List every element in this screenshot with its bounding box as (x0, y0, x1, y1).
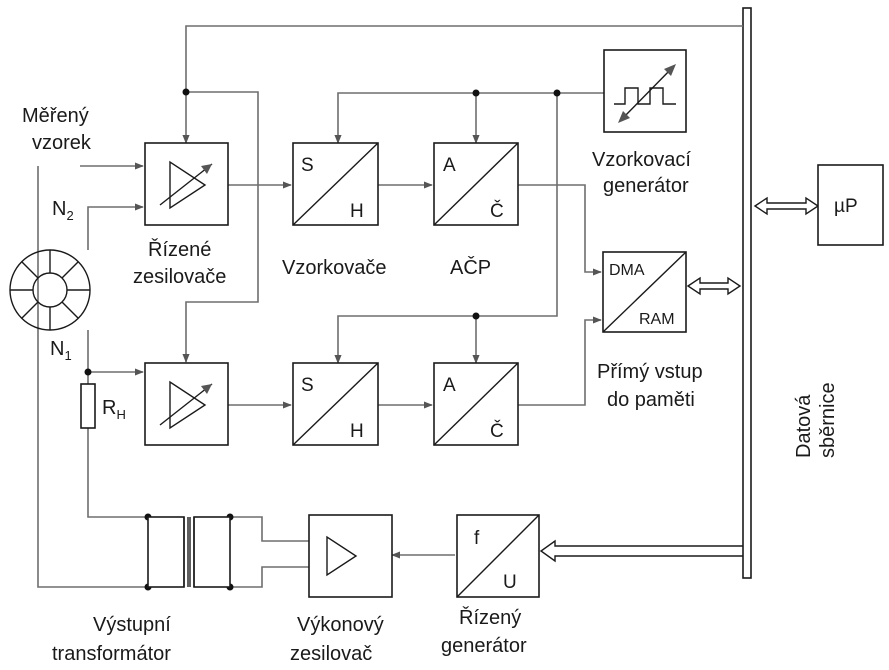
rh-label: RH (102, 397, 126, 422)
fu-f-label: f (474, 528, 480, 549)
sh-lower-s: S (301, 375, 314, 396)
sh-upper-h: H (350, 201, 364, 222)
sh-lower-h: H (350, 421, 364, 442)
resistor-rh (80, 383, 96, 429)
sampling-generator-block (603, 49, 687, 133)
dma-ram-block (602, 251, 687, 333)
output-transformer-line1: Výstupní (93, 614, 171, 636)
output-transformer-line2: transformátor (52, 643, 171, 665)
n2-label: N2 (52, 198, 74, 223)
adc-lower (433, 362, 519, 446)
adc-upper-a: A (443, 155, 456, 176)
adc-upper (433, 142, 519, 226)
controlled-amps-line1: Řízené (148, 238, 211, 261)
micro-label: µP (834, 196, 858, 217)
controlled-amplifier-upper (144, 142, 229, 226)
power-amp-line2: zesilovač (290, 643, 372, 665)
adc-lower-c: Č (490, 420, 504, 442)
controlled-gen-line2: generátor (441, 635, 527, 657)
samplers-label: Vzorkovače (282, 257, 387, 279)
data-bus-line2: sběrnice (817, 382, 839, 458)
sample-hold-lower (292, 362, 379, 446)
data-bus-bar (742, 7, 752, 579)
output-transformer (147, 516, 231, 588)
microprocessor-block (817, 164, 884, 246)
adc-upper-c: Č (490, 200, 504, 222)
dma-label: DMA (609, 262, 645, 279)
wiring (37, 25, 743, 588)
ram-label: RAM (639, 311, 675, 328)
toroid-sensor (9, 249, 91, 331)
adc-lower-a: A (443, 375, 456, 396)
controlled-amplifier-lower (144, 362, 229, 446)
data-bus-label: Datová sběrnice (793, 382, 839, 458)
sampling-gen-line1: Vzorkovací (592, 149, 691, 171)
fu-u-label: U (503, 572, 517, 593)
adc-label: AČP (450, 256, 491, 279)
measured-sample-line1: Měřený (22, 105, 89, 127)
controlled-gen-line1: Řízený (459, 606, 521, 629)
measured-sample-line2: vzorek (32, 132, 92, 154)
direct-input-line2: do paměti (607, 389, 695, 411)
direct-input-line1: Přímý vstup (597, 361, 703, 383)
power-amplifier-block (308, 514, 393, 598)
sampling-gen-line2: generátor (603, 175, 689, 197)
controlled-amps-line2: zesilovače (133, 266, 226, 288)
data-bus-line1: Datová (793, 394, 815, 458)
n1-label: N1 (50, 338, 72, 363)
controlled-generator-block (456, 514, 540, 598)
power-amp-line1: Výkonový (297, 614, 384, 636)
sh-upper-s: S (301, 155, 314, 176)
sample-hold-upper (292, 142, 379, 226)
